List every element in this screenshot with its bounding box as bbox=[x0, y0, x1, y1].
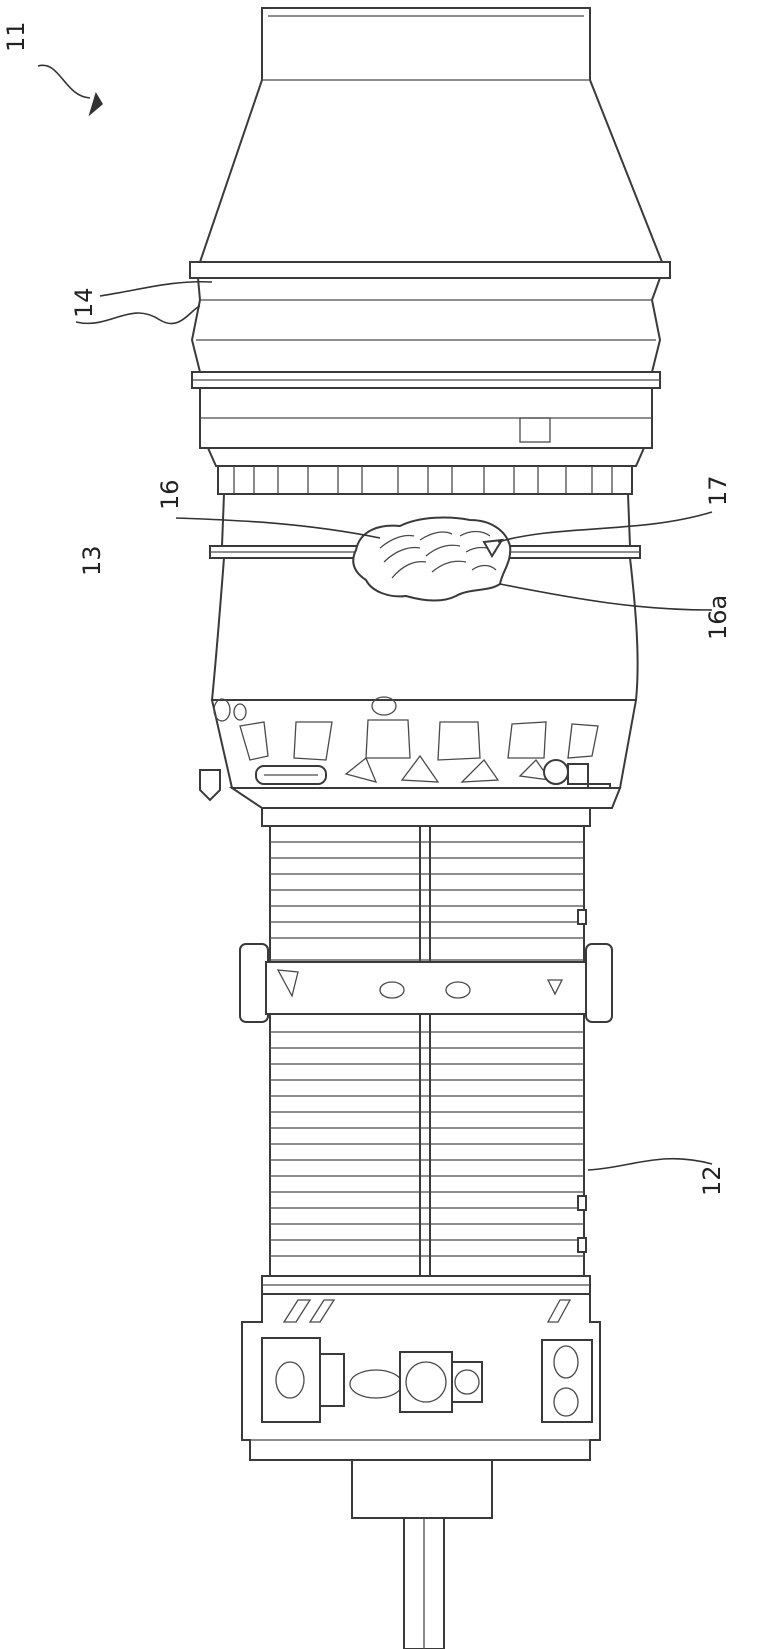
ref-vane-17: 17 bbox=[704, 475, 732, 506]
accessory-gearbox bbox=[241, 1293, 601, 1461]
leader-lines bbox=[37, 64, 713, 1171]
turbine-section bbox=[189, 261, 671, 547]
combustor-section bbox=[199, 557, 639, 809]
ref-compressor-12: 12 bbox=[698, 1165, 726, 1196]
ref-combustor-13: 13 bbox=[78, 545, 106, 576]
compressor-section bbox=[239, 807, 613, 1295]
ref-turbine-14: 14 bbox=[70, 287, 98, 318]
output-shaft bbox=[351, 1459, 493, 1649]
ref-engine-11: 11 bbox=[2, 21, 30, 52]
exhaust-nozzle bbox=[198, 7, 664, 263]
ref-blade-portion-16a: 16a bbox=[704, 595, 732, 640]
reference-numerals: 11 14 16 13 17 16a 12 bbox=[2, 21, 732, 1196]
blade-vane-cutaway bbox=[352, 516, 512, 602]
ref-blade-16: 16 bbox=[156, 479, 184, 510]
